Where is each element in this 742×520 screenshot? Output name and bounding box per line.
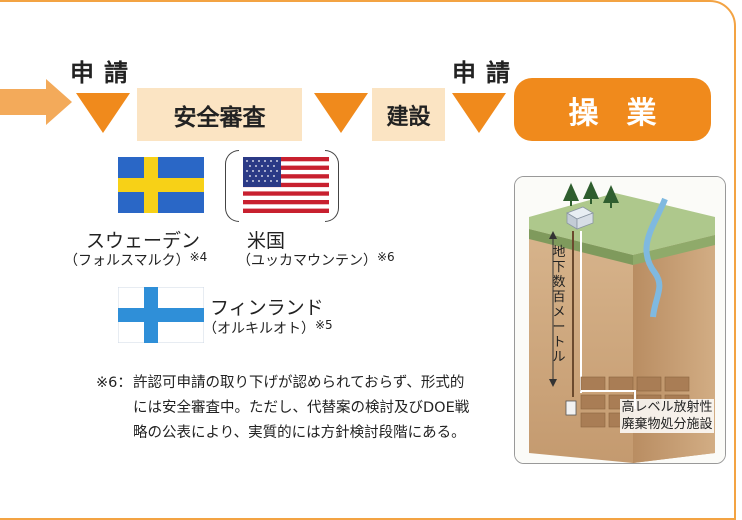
facility-label: 高レベル放射性廃棄物処分施設 xyxy=(620,399,714,433)
footnote-marker: ※6： xyxy=(96,375,132,391)
note-ref-6: ※6 xyxy=(377,250,395,264)
country-usa: 米国 xyxy=(247,230,286,252)
site-usa-name: （ユッカマウンテン） xyxy=(237,253,377,269)
note-ref-5: ※5 xyxy=(315,318,333,332)
safety-review-label: 安全審査 xyxy=(173,104,266,131)
operation-box: 操業 xyxy=(514,78,711,141)
site-finland: （オルキルオト）※5 xyxy=(203,318,333,338)
depth-label: 地下数百メートル xyxy=(552,245,566,365)
process-triangle-1 xyxy=(76,93,130,133)
operation-label: 操業 xyxy=(568,95,685,131)
site-sweden-name: （フォルスマルク） xyxy=(64,253,190,269)
construction-label: 建設 xyxy=(386,104,431,130)
process-triangle-3 xyxy=(452,93,506,133)
note-ref-4: ※4 xyxy=(189,250,208,264)
site-finland-name: （オルキルオト） xyxy=(203,321,315,337)
country-finland: フィンランド xyxy=(210,297,324,319)
finland-flag xyxy=(118,287,204,343)
apply-label-2: 申請 xyxy=(452,59,520,87)
sweden-flag xyxy=(118,157,204,213)
site-sweden: （フォルスマルク）※4 xyxy=(64,250,207,270)
process-triangle-2 xyxy=(314,93,368,133)
usa-bracket-left xyxy=(225,150,239,222)
country-sweden: スウェーデン xyxy=(86,230,201,252)
site-usa: （ユッカマウンテン）※6 xyxy=(237,250,395,270)
incoming-arrow xyxy=(0,79,72,125)
apply-label-1: 申請 xyxy=(70,59,138,87)
safety-review-box: 安全審査 xyxy=(137,88,302,141)
footnote-text: 許認可申請の取り下げが認められておらず、形式的には安全審査中。ただし、代替案の検… xyxy=(133,375,470,441)
construction-box: 建設 xyxy=(372,88,445,141)
repository-illustration: 地下数百メートル 高レベル放射性廃棄物処分施設 xyxy=(514,176,726,464)
usa-flag xyxy=(243,157,329,213)
